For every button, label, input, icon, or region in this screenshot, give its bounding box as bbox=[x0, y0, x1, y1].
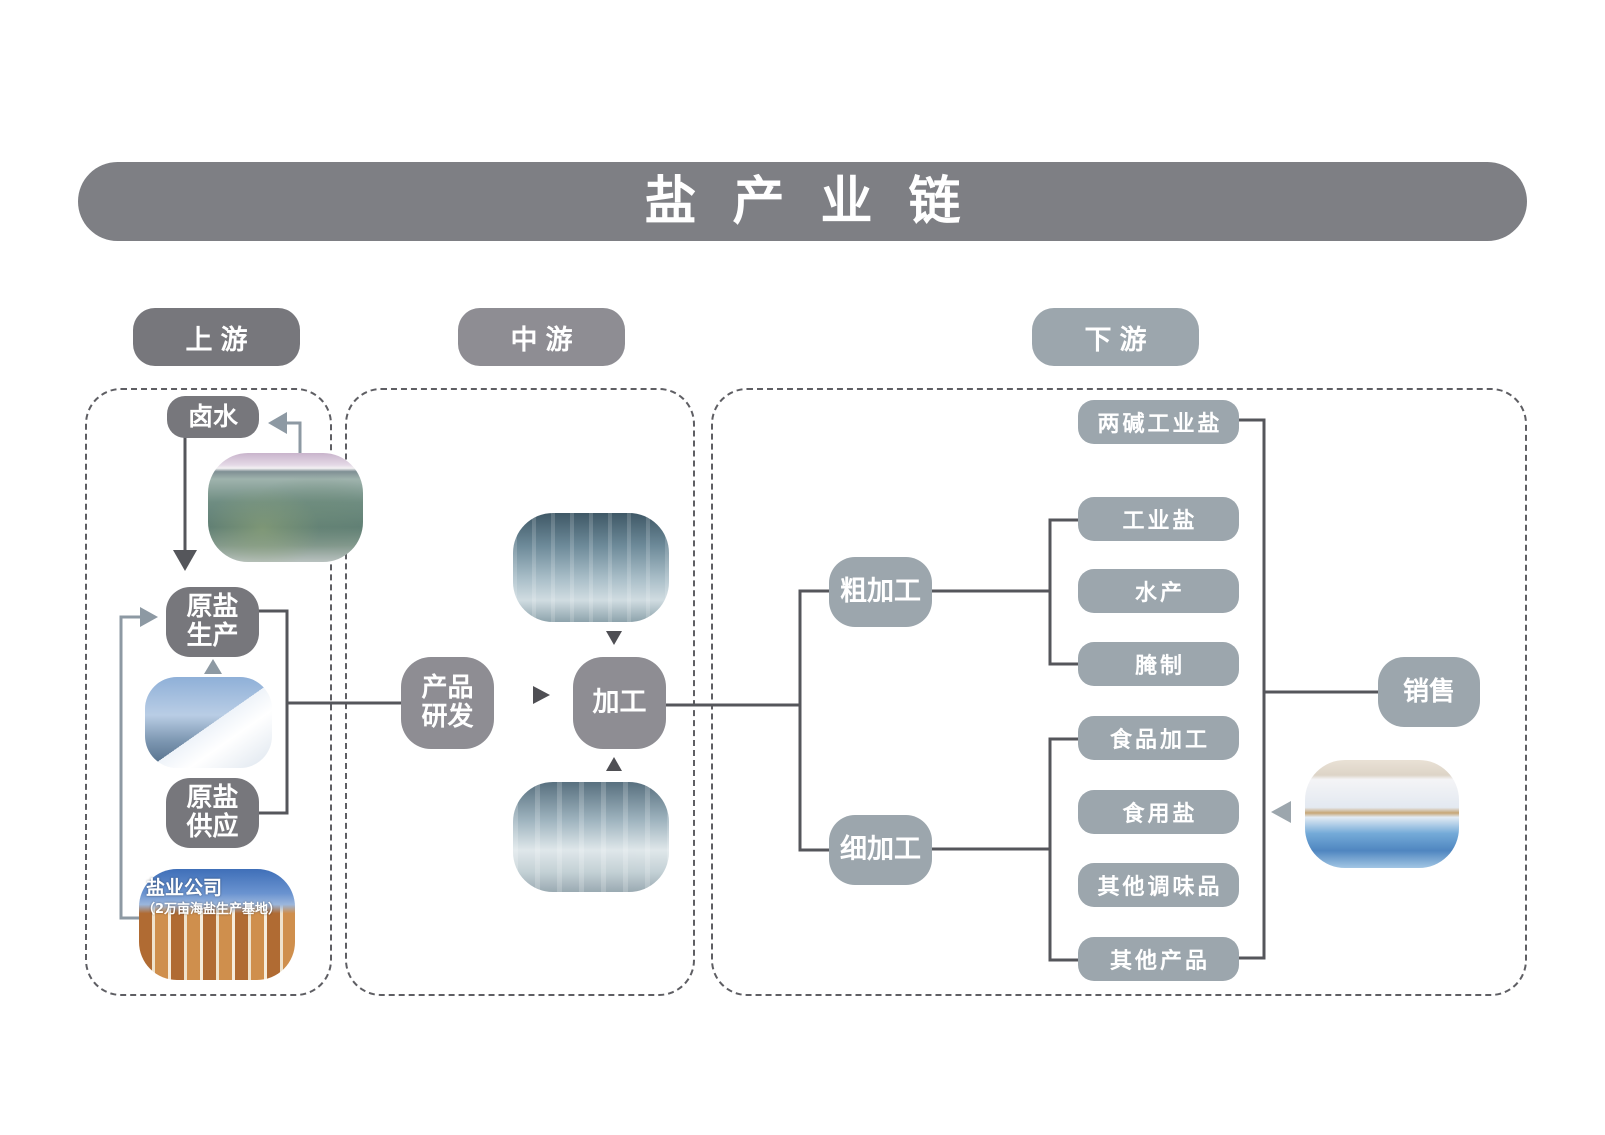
product-pickling: 腌制 bbox=[1078, 642, 1239, 686]
node-raw-salt-supply-line1: 原盐 bbox=[186, 783, 239, 813]
node-raw-salt-production-line2: 生产 bbox=[186, 621, 239, 651]
factory-bottom-photo bbox=[513, 782, 669, 892]
processing-split-line bbox=[798, 589, 833, 852]
pool-to-brine-line bbox=[284, 421, 302, 458]
node-raw-salt-supply: 原盐 供应 bbox=[166, 778, 259, 848]
stage-label-downstream: 下游 bbox=[1084, 324, 1155, 356]
downstream-group bbox=[711, 388, 1527, 996]
stage-label-midstream: 中游 bbox=[510, 324, 581, 356]
page-title: 盐产业链 bbox=[644, 171, 997, 232]
coarse-products-bracket-line bbox=[1048, 518, 1082, 666]
salt-company-note: （2万亩海盐生产基地） bbox=[142, 902, 282, 917]
upstream-bracket-line bbox=[255, 609, 289, 815]
factory-top-photo bbox=[513, 513, 669, 622]
upstream-group bbox=[85, 388, 332, 996]
pool-to-brine-arrowhead bbox=[268, 412, 287, 434]
product-aquatic: 水产 bbox=[1078, 569, 1239, 613]
title-bar: 盐产业链 bbox=[78, 162, 1527, 241]
brine-to-production-arrowhead bbox=[173, 550, 197, 571]
node-coarse-processing-label: 粗加工 bbox=[840, 576, 921, 608]
product-chlor-alkali-salt: 两碱工业盐 bbox=[1078, 400, 1239, 444]
node-raw-salt-production: 原盐 生产 bbox=[166, 587, 259, 657]
node-fine-processing-label: 细加工 bbox=[840, 834, 921, 866]
stage-header-upstream: 上游 bbox=[133, 308, 300, 366]
salt-company-caption: 盐业公司 bbox=[146, 877, 223, 899]
node-processing: 加工 bbox=[573, 657, 666, 749]
stage-header-midstream: 中游 bbox=[458, 308, 625, 366]
midstream-group bbox=[345, 388, 695, 996]
company-to-production-line bbox=[119, 615, 143, 920]
product-industrial-salt: 工业盐 bbox=[1078, 497, 1239, 541]
product-other-seasonings: 其他调味品 bbox=[1078, 863, 1239, 907]
brine-pool-photo bbox=[208, 453, 363, 562]
node-sales: 销售 bbox=[1378, 657, 1480, 727]
node-product-rd: 产品 研发 bbox=[401, 657, 494, 749]
stage-header-downstream: 下游 bbox=[1032, 308, 1199, 366]
rd-to-processing-arrowhead bbox=[533, 686, 550, 704]
node-product-rd-line2: 研发 bbox=[421, 702, 474, 732]
node-brine: 卤水 bbox=[167, 396, 259, 438]
product-other-products: 其他产品 bbox=[1078, 937, 1239, 981]
company-to-production-arrowhead bbox=[140, 607, 158, 627]
node-sales-label: 销售 bbox=[1402, 676, 1455, 707]
salt-fields-photo bbox=[139, 869, 295, 980]
fine-products-bracket-line bbox=[1048, 737, 1082, 962]
node-brine-label: 卤水 bbox=[187, 402, 238, 432]
salt-pile-photo bbox=[145, 677, 272, 768]
product-edible-salt: 食用盐 bbox=[1078, 790, 1239, 834]
store-shelf-photo bbox=[1305, 760, 1459, 868]
node-product-rd-line1: 产品 bbox=[421, 673, 474, 703]
node-fine-processing: 细加工 bbox=[829, 815, 932, 885]
node-coarse-processing: 粗加工 bbox=[829, 557, 932, 627]
product-food-processing: 食品加工 bbox=[1078, 716, 1239, 760]
node-raw-salt-supply-line2: 供应 bbox=[186, 812, 239, 842]
factory-top-to-processing-arrowhead bbox=[606, 631, 622, 645]
factory-bottom-to-processing-arrowhead bbox=[606, 757, 622, 771]
products-to-sales-bracket-line bbox=[1235, 418, 1266, 960]
node-processing-label: 加工 bbox=[592, 687, 647, 719]
salt-pile-to-production-arrowhead bbox=[204, 659, 222, 674]
node-raw-salt-production-line1: 原盐 bbox=[186, 592, 239, 622]
store-to-products-arrowhead bbox=[1271, 801, 1291, 823]
stage-label-upstream: 上游 bbox=[185, 324, 256, 356]
